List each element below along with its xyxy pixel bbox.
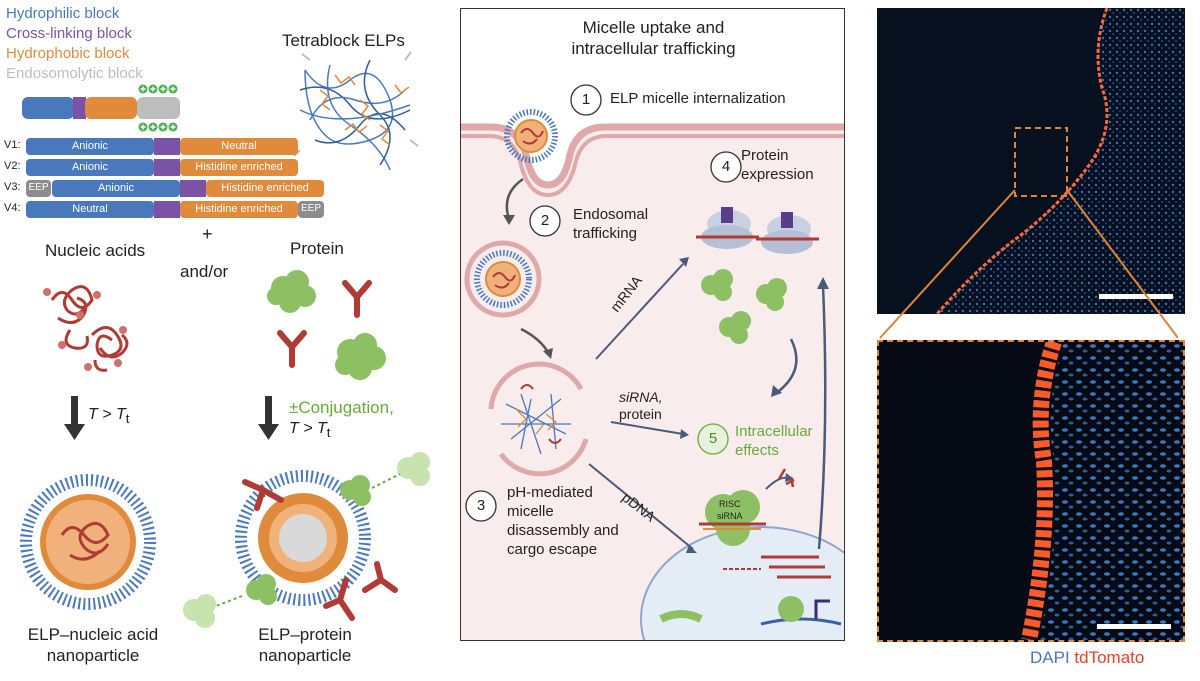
- variant-v1-seg1: Anionic: [71, 140, 109, 152]
- endosome: [464, 240, 542, 318]
- condition-right-sub: t: [326, 425, 331, 441]
- variant-v2-seg3: Histidine enriched: [195, 161, 283, 173]
- legend-crosslinking: Cross-linking block: [6, 25, 132, 42]
- np-protein-line2: nanoparticle: [258, 646, 352, 665]
- conjugation-label: ±Conjugation,: [289, 398, 394, 417]
- step-3-line1: pH-mediated: [507, 484, 593, 501]
- arrow-label-sirna-line2: protein: [619, 406, 662, 422]
- step-2-line2: trafficking: [573, 225, 637, 242]
- zoom-connector: [879, 190, 1179, 339]
- tetrablock-title: Tetrablock ELPs: [282, 31, 405, 50]
- legend-endosomolytic: Endosomolytic block: [6, 65, 143, 82]
- risc-label: RISC: [719, 499, 741, 509]
- ribosomes: [696, 207, 819, 254]
- step-4-line1: Protein: [741, 147, 789, 164]
- micrograph-bottom: [877, 340, 1185, 642]
- micrograph-bottom-graphics: [1021, 342, 1183, 640]
- np-protein-label: ELP–protein nanoparticle: [240, 624, 370, 666]
- step-2-line1: Endosomal: [573, 206, 649, 223]
- step-4-label: Protein expression: [741, 146, 814, 184]
- condition-left-sub: t: [125, 411, 130, 427]
- tetrablock-schematic: [22, 84, 180, 132]
- variant-bars: [26, 138, 324, 218]
- variant-v4-eep: EEP: [300, 203, 321, 214]
- middle-title-line2: intracellular trafficking: [571, 39, 736, 58]
- legend-tdtomato: tdTomato: [1074, 648, 1145, 667]
- step-5-line1: Intracellular: [735, 423, 813, 440]
- tetrablock-cluster-illustration: [293, 51, 419, 171]
- np-protein-line1: ELP–protein: [258, 625, 352, 644]
- condition-left: T > Tt: [88, 406, 129, 426]
- variant-v3-seg3: Histidine enriched: [221, 182, 309, 194]
- np-nucleic-label: ELP–nucleic acid nanoparticle: [8, 624, 178, 666]
- condition-right: T > Tt: [289, 420, 330, 440]
- arrow-down-right: [258, 396, 279, 440]
- plus-sign: +: [202, 224, 213, 244]
- disassembling-micelle: [488, 361, 589, 477]
- variant-v3-id: V3:: [4, 181, 21, 193]
- middle-panel: Micelle uptake and intracellular traffic…: [460, 8, 845, 641]
- legend-hydrophobic: Hydrophobic block: [6, 45, 130, 62]
- legend: Hydrophilic block Cross-linking block Hy…: [6, 4, 143, 84]
- step-1-number: 1: [581, 91, 591, 108]
- variant-v1-id: V1:: [4, 139, 21, 151]
- np-nucleic-line2: nanoparticle: [46, 646, 140, 665]
- step-2-label: Endosomal trafficking: [573, 205, 648, 243]
- sirna-small-label: siRNA: [717, 511, 743, 521]
- variant-v4-seg3: Histidine enriched: [195, 203, 283, 215]
- arrow-down-left: [64, 396, 85, 440]
- nucleic-acid-nanoparticle: [20, 474, 156, 610]
- step-3-line4: cargo escape: [507, 541, 598, 558]
- condition-right-text: T > T: [289, 420, 327, 437]
- condition-left-text: T > T: [88, 406, 126, 423]
- step-3-line2: micelle: [507, 503, 554, 520]
- arrow-label-sirna-line1: siRNA,: [619, 389, 663, 405]
- variant-v3-seg1: Anionic: [97, 182, 135, 194]
- step-3-number: 3: [476, 497, 486, 514]
- step-3-label: pH-mediated micelle disassembly and carg…: [507, 483, 619, 559]
- arrow-label-sirna: siRNA, protein: [619, 389, 663, 423]
- micelle-internalizing: [504, 109, 558, 163]
- expressed-proteins: [701, 269, 787, 344]
- legend-hydrophilic: Hydrophilic block: [6, 5, 120, 22]
- step-4-line2: expression: [741, 166, 814, 183]
- np-nucleic-line1: ELP–nucleic acid: [27, 625, 159, 644]
- step-4-number: 4: [721, 158, 731, 175]
- micrograph-top: [877, 8, 1185, 314]
- step-3-line3: disassembly and: [507, 522, 619, 539]
- micrograph-legend: DAPI tdTomato: [1030, 648, 1144, 668]
- middle-title-line1: Micelle uptake and: [582, 18, 725, 37]
- step-5-label: Intracellular effects: [735, 422, 813, 460]
- protein-nanoparticle: [183, 452, 430, 628]
- step-5-number: 5: [708, 430, 718, 447]
- micrograph-top-graphics: [935, 8, 1185, 314]
- nucleic-negative-charges: [43, 288, 127, 371]
- protein-label: Protein: [290, 239, 344, 258]
- variant-v2-id: V2:: [4, 160, 21, 172]
- nucleic-acids-label: Nucleic acids: [45, 241, 146, 260]
- variant-v1-seg3: Neutral: [221, 140, 257, 152]
- variant-v4-id: V4:: [4, 202, 21, 214]
- risc-complex: [699, 490, 766, 546]
- legend-dapi: DAPI: [1030, 648, 1070, 667]
- step-2-number: 2: [540, 212, 550, 229]
- andor-label: and/or: [180, 262, 229, 281]
- left-panel-graphics: [20, 51, 430, 628]
- middle-title: Micelle uptake and intracellular traffic…: [461, 17, 844, 59]
- variant-v3-eep: EEP: [28, 182, 49, 193]
- nucleic-acid-cluster: [50, 285, 129, 372]
- protein-cluster: [267, 270, 386, 380]
- step-1-label: ELP micelle internalization: [610, 90, 786, 107]
- variant-v2-seg1: Anionic: [71, 161, 109, 173]
- step-5-line2: effects: [735, 442, 779, 459]
- middle-panel-graphics: [461, 84, 844, 640]
- variant-v4-seg1: Neutral: [72, 203, 108, 215]
